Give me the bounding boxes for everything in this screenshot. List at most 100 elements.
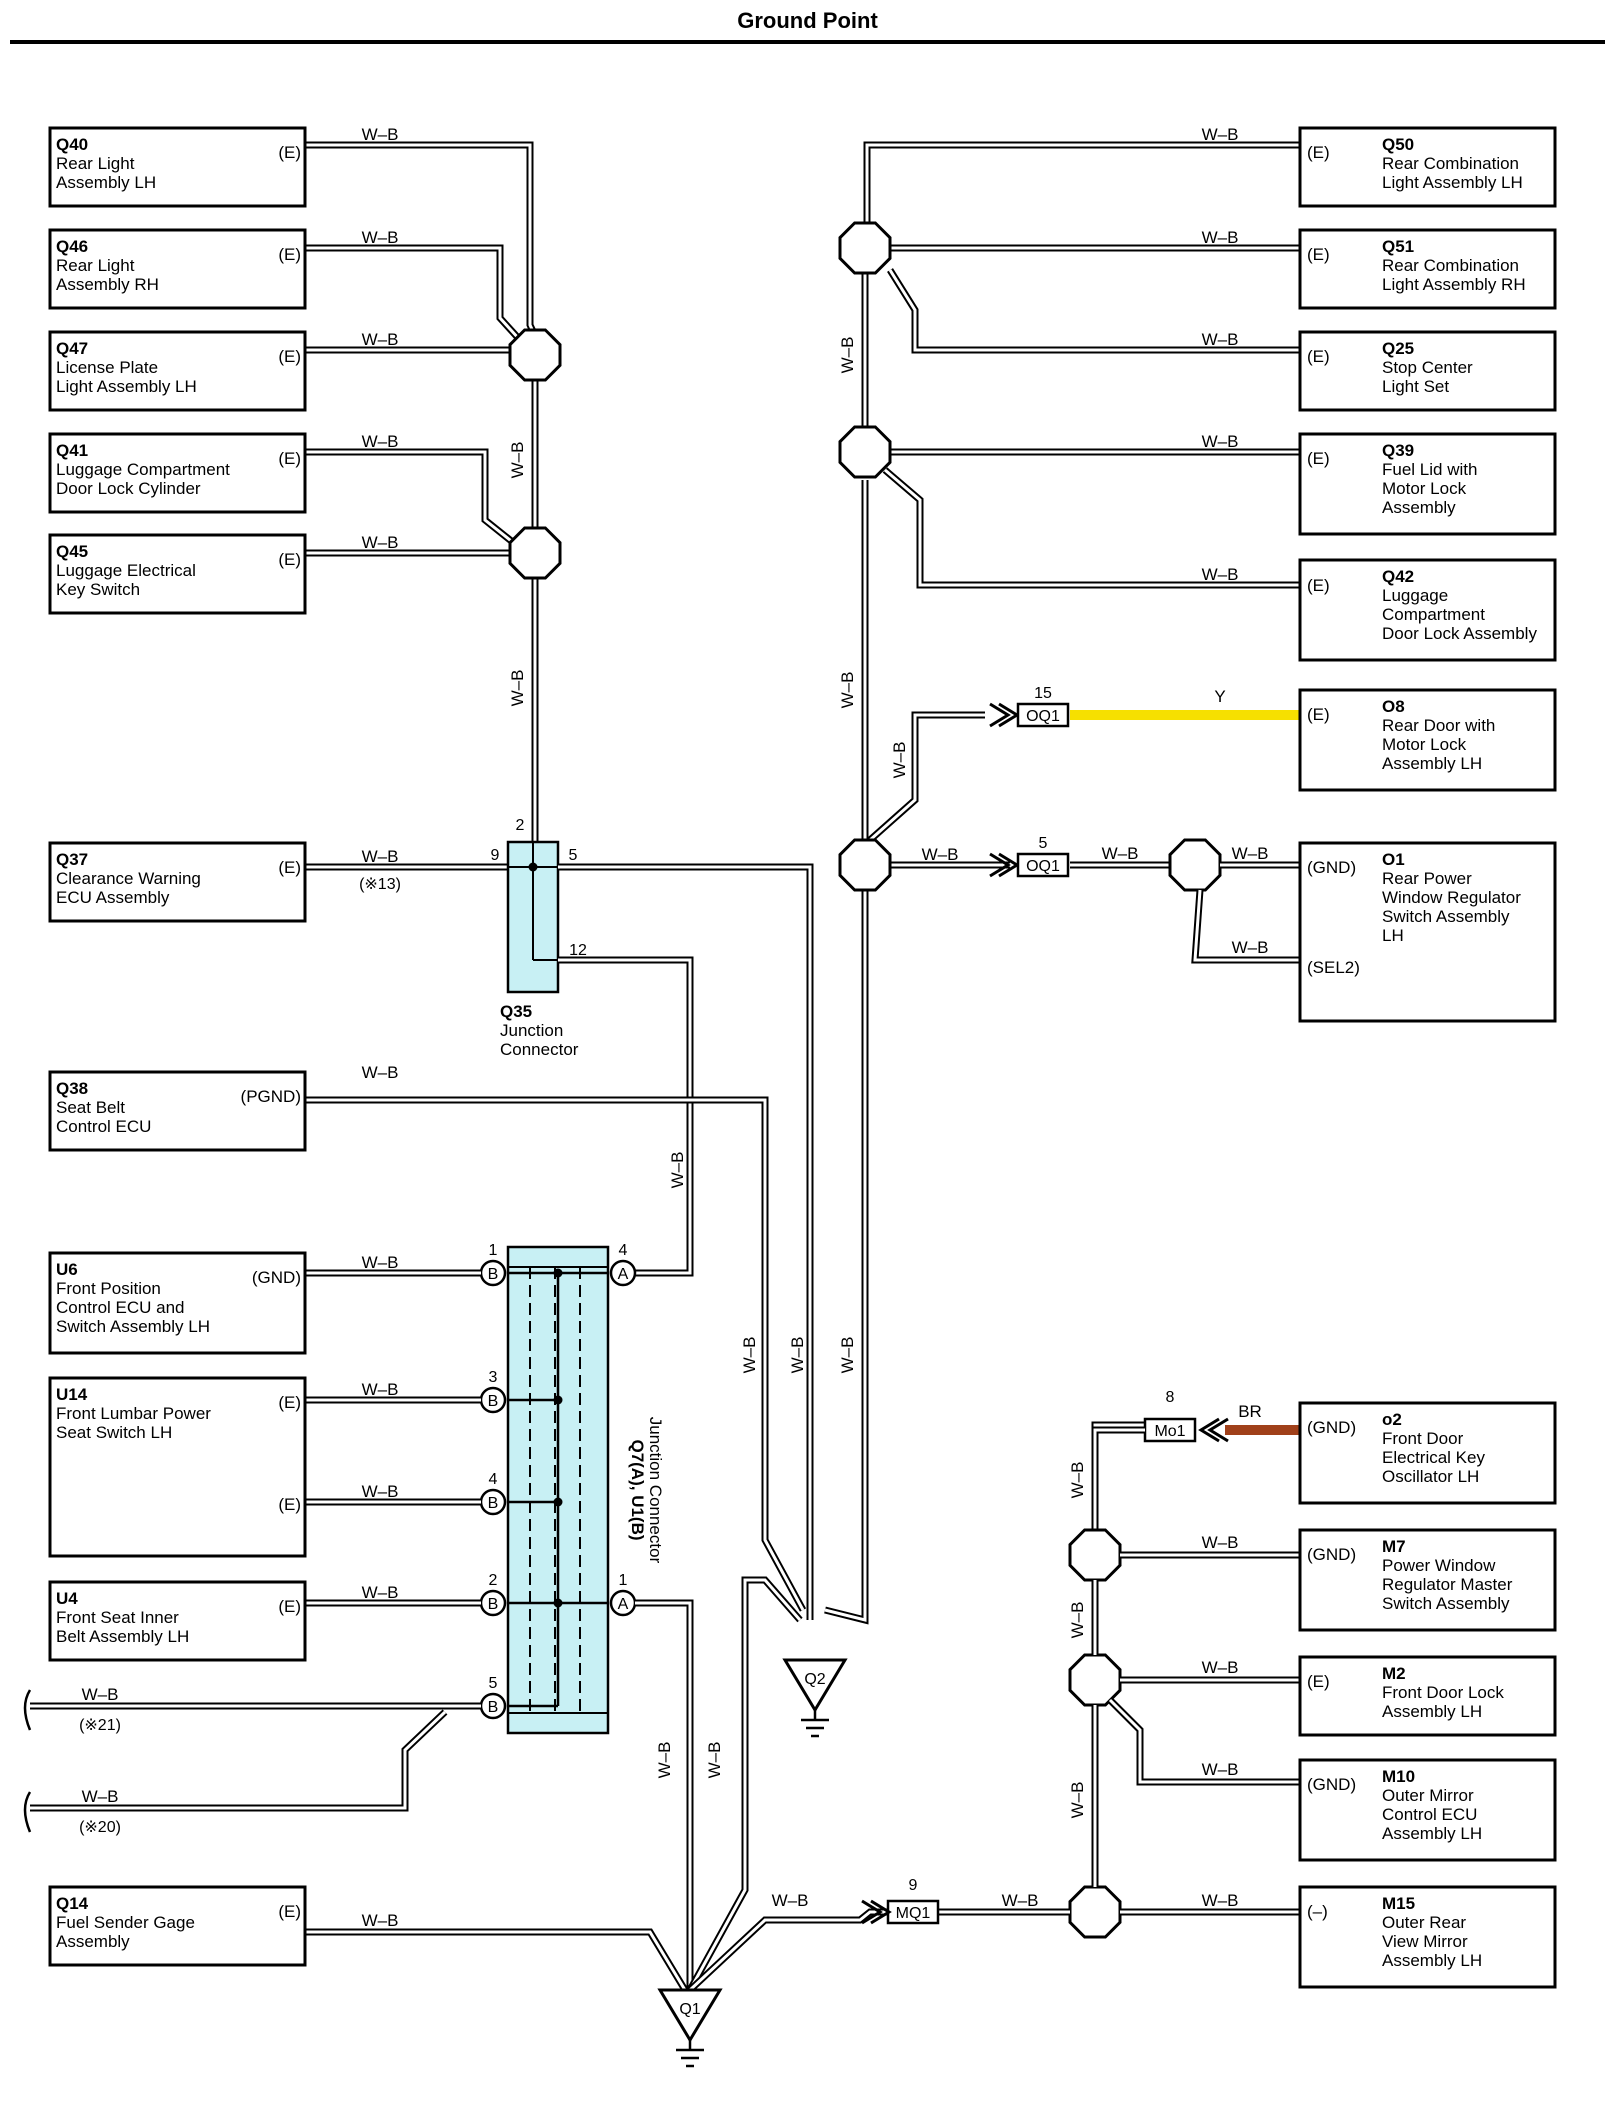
wire-core (869, 713, 985, 842)
component-name-line: Switch Assembly LH (56, 1317, 210, 1336)
component-name-line: Luggage Compartment (56, 460, 230, 479)
splice-bottom-right-2 (1068, 1653, 1122, 1707)
component-name-line: Front Position (56, 1279, 161, 1298)
wire-core (558, 865, 812, 1620)
wire-o1-sel2 (1191, 889, 1300, 964)
wire-core (688, 1910, 888, 1992)
component-name-line: Assembly LH (1382, 1702, 1482, 1721)
component-name-line: Seat Belt (56, 1098, 125, 1117)
wire-q1-to-mq1 (687, 1908, 888, 1993)
wire-color-label: W–B (772, 1891, 809, 1910)
wire-color-label: W–B (362, 1063, 399, 1082)
component-name-line: Rear Combination (1382, 154, 1519, 173)
component-m15 (1298, 1885, 1557, 1989)
component-name-line: Luggage (1382, 586, 1448, 605)
component-q45 (48, 533, 307, 615)
title-divider (10, 40, 1605, 44)
component-pin-label: (GND) (1307, 1545, 1356, 1564)
wire-color-label: W–B (362, 1253, 399, 1272)
junction-q35-code: Q35 (500, 1002, 532, 1021)
wire-color-label: W–B (922, 845, 959, 864)
junction-q35-pin: 5 (569, 847, 578, 864)
wire-color-label: W–B (655, 1742, 674, 1779)
wire-core (865, 143, 1300, 230)
component-pin-label: (E) (1307, 245, 1330, 264)
component-pin-label: (PGND) (241, 1087, 301, 1106)
wire-color-label: W–B (838, 672, 857, 709)
wire-mo1-down (1091, 1426, 1145, 1530)
component-code: Q41 (56, 441, 88, 460)
component-pin-label: (GND) (1307, 1775, 1356, 1794)
component-box (1298, 688, 1557, 792)
wire-color-label: W–B (1202, 1891, 1239, 1910)
wire-color-label: W–B (1202, 1658, 1239, 1677)
component-q50 (1298, 126, 1557, 208)
component-box (1298, 1401, 1557, 1505)
component-name-line: Oscillator LH (1382, 1467, 1479, 1486)
component-code: U4 (56, 1589, 78, 1608)
junction-q7-pin-num: 2 (489, 1572, 498, 1589)
component-name-line: LH (1382, 926, 1404, 945)
wire-color-label: W–B (705, 1742, 724, 1779)
component-q25 (1298, 330, 1557, 412)
wire-color-label: W–B (1002, 1891, 1039, 1910)
arrow-mq1 (861, 1899, 892, 1925)
component-pin-label: (E) (278, 1902, 301, 1921)
wire-to-oq1-top (867, 711, 985, 843)
component-name-line: Control ECU and (56, 1298, 185, 1317)
component-name-line: Door Lock Cylinder (56, 479, 201, 498)
component-name-line: Assembly LH (1382, 1824, 1482, 1843)
component-box (48, 330, 307, 412)
junction-q35-pin: 9 (491, 847, 500, 864)
component-pin-label: (E) (278, 347, 301, 366)
component-box (1298, 1758, 1557, 1862)
component-pin-label: (GND) (252, 1268, 301, 1287)
wire-outline (867, 711, 985, 843)
component-name-line: Front Door (1382, 1429, 1464, 1448)
note-13: (※13) (359, 876, 401, 893)
component-code: U14 (56, 1385, 88, 1404)
component-code: Q39 (1382, 441, 1414, 460)
component-box (48, 1580, 307, 1662)
component-name-line: Outer Rear (1382, 1913, 1466, 1932)
wire-outline (558, 956, 694, 1277)
component-o1 (1298, 841, 1557, 1023)
wire-color-label: W–B (890, 742, 909, 779)
component-code: M7 (1382, 1537, 1406, 1556)
component-name-line: Control ECU (1382, 1805, 1477, 1824)
component-name-line: Power Window (1382, 1556, 1496, 1575)
component-box (1298, 228, 1557, 310)
wire-core (305, 246, 522, 342)
wire-color-label: W–B (1068, 1602, 1087, 1639)
splice-bottom-right-1 (1068, 1528, 1122, 1582)
wire-color-label: W–B (1202, 1533, 1239, 1552)
connector-oq1-bottom-pin: 5 (1039, 835, 1048, 852)
ground-triangle (782, 1658, 848, 1713)
component-pin-label: (E) (1307, 705, 1330, 724)
component-name-line: Front Door Lock (1382, 1683, 1504, 1702)
component-pin-label: (SEL2) (1307, 958, 1360, 977)
junction-q35-name: Connector (500, 1040, 579, 1059)
component-code: o2 (1382, 1410, 1402, 1429)
wire-core (635, 1601, 692, 1990)
wire-q42 (882, 467, 1300, 589)
component-name-line: Door Lock Assembly (1382, 624, 1537, 643)
ground-triangle (657, 1988, 723, 2043)
component-pin-label: (E) (278, 449, 301, 468)
wire-color-label: W–B (362, 1482, 399, 1501)
ground-label: Q2 (804, 1671, 825, 1688)
wire-core (888, 269, 1300, 352)
wire-q7-pin1-to-q1 (635, 1599, 694, 1990)
component-name-line: View Mirror (1382, 1932, 1468, 1951)
wire-color-label: W–B (668, 1152, 687, 1189)
component-name-line: Window Regulator (1382, 888, 1521, 907)
wire-color-label: W–B (1202, 565, 1239, 584)
component-box (1298, 558, 1557, 662)
wire-color-label: W–B (362, 847, 399, 866)
wire-right-bus-3 (824, 890, 869, 1625)
junction-q7-pin-b-letter: B (488, 1596, 499, 1613)
junction-q35-node (528, 862, 538, 872)
wire-q46 (305, 244, 523, 343)
arrow-mo1 (1198, 1417, 1229, 1443)
